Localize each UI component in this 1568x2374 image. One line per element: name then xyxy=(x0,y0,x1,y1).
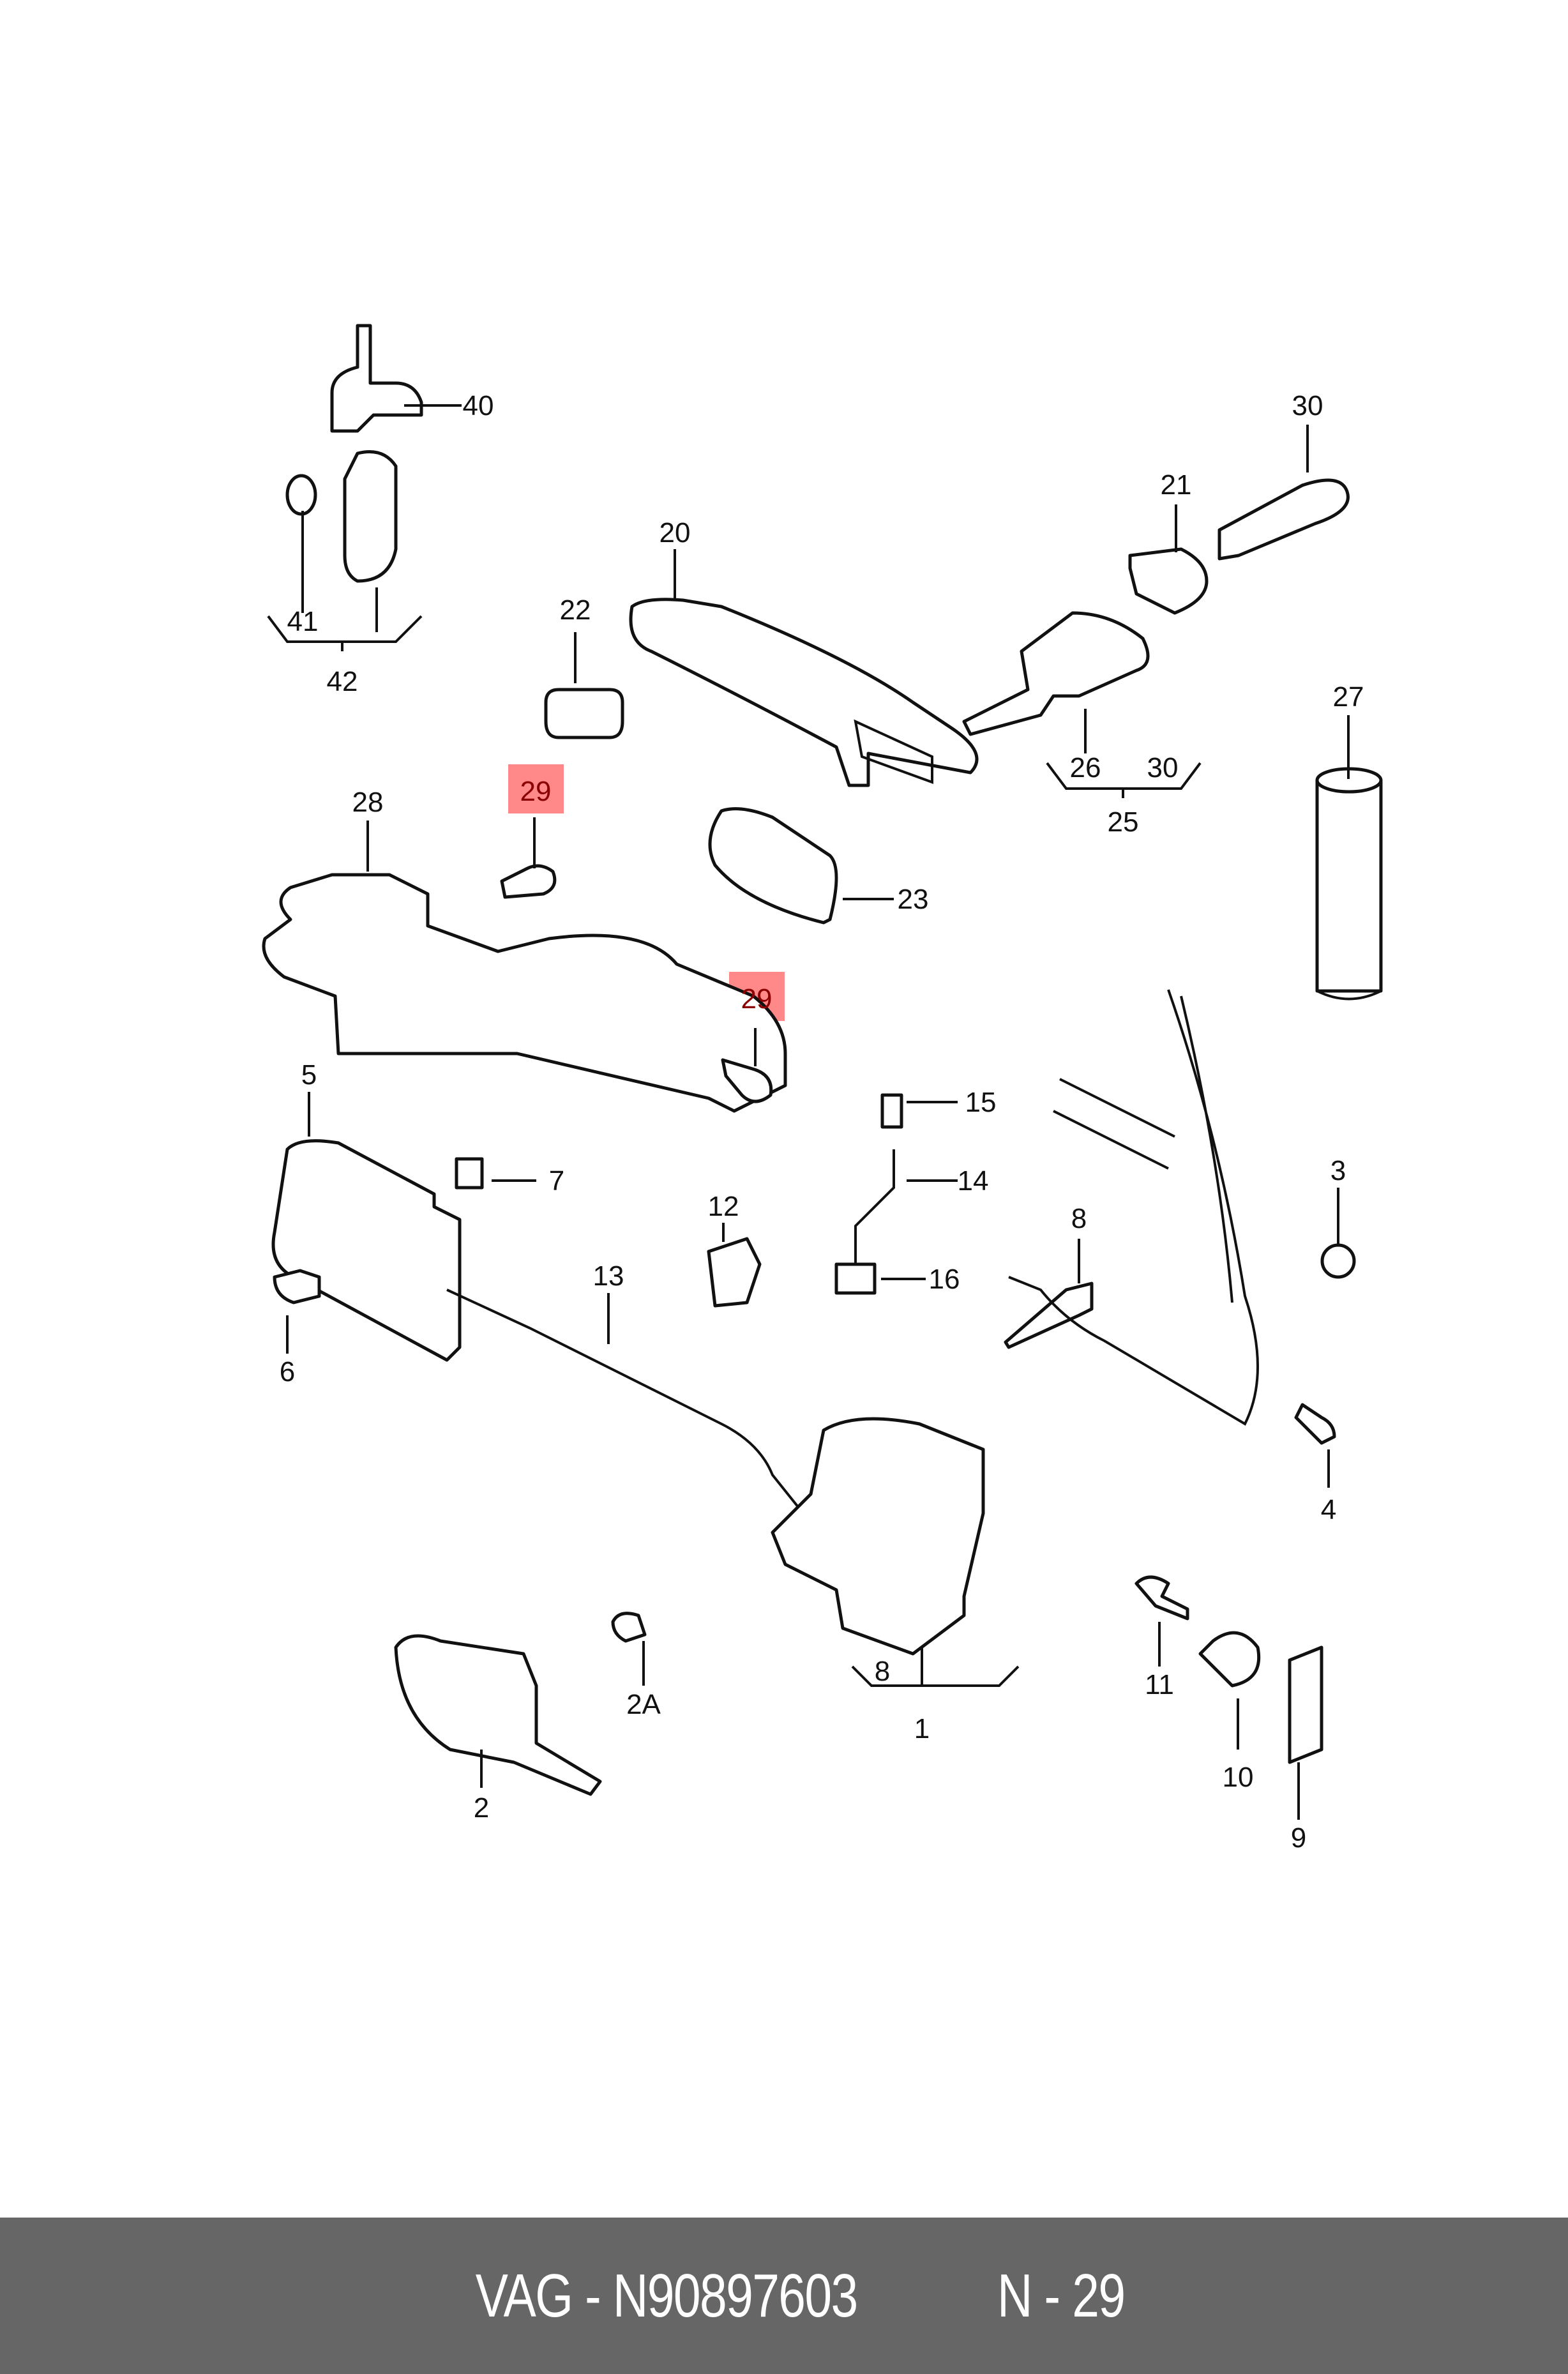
label-21: 21 xyxy=(1161,469,1192,501)
part-bolt-11 xyxy=(1135,1575,1189,1621)
highlight-29-upper xyxy=(508,764,564,813)
label-10: 10 xyxy=(1223,1762,1254,1793)
label-13: 13 xyxy=(593,1260,624,1292)
label-8-lock: 8 xyxy=(875,1656,890,1687)
label-8-switch: 8 xyxy=(1071,1203,1087,1234)
label-30-set: 30 xyxy=(1147,752,1179,783)
label-25: 25 xyxy=(1108,806,1139,838)
label-9: 9 xyxy=(1291,1822,1306,1854)
leader-lines xyxy=(267,404,1350,1820)
label-40: 40 xyxy=(463,390,494,421)
label-11: 11 xyxy=(1145,1669,1174,1700)
part-door-lock-1 xyxy=(771,1417,985,1656)
part-lock-cylinder-26 xyxy=(962,611,1150,736)
part-grommet-16 xyxy=(834,1262,877,1295)
label-29-lower: 29 xyxy=(741,983,773,1015)
part-plate-10 xyxy=(1198,1631,1261,1688)
label-16: 16 xyxy=(929,1264,960,1295)
label-1: 1 xyxy=(914,1713,930,1744)
label-28: 28 xyxy=(352,787,384,818)
label-27: 27 xyxy=(1333,681,1364,713)
label-6: 6 xyxy=(280,1356,295,1387)
label-3: 3 xyxy=(1331,1155,1346,1186)
label-15: 15 xyxy=(965,1087,997,1118)
part-number: VAG - N90897603 xyxy=(475,2261,858,2330)
part-screw-29-upper xyxy=(500,864,557,899)
part-screw-29-lower xyxy=(721,1058,773,1103)
part-bolt-4 xyxy=(1294,1403,1336,1445)
part-key-blade-40 xyxy=(285,324,423,583)
part-screw-6 xyxy=(273,1269,321,1304)
label-20: 20 xyxy=(660,517,691,548)
label-23: 23 xyxy=(898,884,929,915)
label-26: 26 xyxy=(1070,752,1101,783)
part-plate-9 xyxy=(1288,1645,1323,1764)
part-key-30 xyxy=(1217,478,1350,561)
part-cap-15 xyxy=(880,1093,903,1129)
part-gasket-23 xyxy=(708,807,838,925)
label-30-key: 30 xyxy=(1292,390,1323,421)
diagram-position: N - 29 xyxy=(997,2261,1126,2330)
part-inner-handle-5 xyxy=(271,1139,462,1362)
part-clip-12 xyxy=(707,1237,762,1308)
part-door-handle-20 xyxy=(629,598,979,787)
label-2A: 2A xyxy=(626,1689,661,1720)
label-5: 5 xyxy=(301,1059,317,1091)
part-switch-8 xyxy=(1004,1282,1094,1349)
label-4: 4 xyxy=(1321,1494,1336,1525)
label-7: 7 xyxy=(549,1165,564,1197)
exploded-parts-diagram: 40 41 42 20 22 21 30 26 30 25 27 28 29 2… xyxy=(262,324,1383,1854)
label-29-upper: 29 xyxy=(520,776,552,807)
callout-labels: 40 41 42 20 22 21 30 26 30 25 27 28 29 2… xyxy=(280,390,1364,1854)
part-rod-14 xyxy=(854,1149,895,1264)
part-cap-21 xyxy=(1128,547,1209,615)
part-washer-3 xyxy=(1320,1243,1356,1279)
part-lubricant-can-27 xyxy=(1315,767,1383,1001)
label-12: 12 xyxy=(708,1191,739,1222)
part-clip-7 xyxy=(455,1157,484,1190)
label-22: 22 xyxy=(560,594,591,626)
part-rivet-2A xyxy=(611,1612,647,1643)
label-14: 14 xyxy=(958,1165,989,1197)
footer-bar: VAG - N90897603 N - 29 xyxy=(0,2218,1568,2374)
door-frame xyxy=(1008,989,1259,1426)
label-2: 2 xyxy=(474,1792,489,1824)
part-gasket-22 xyxy=(544,688,624,739)
label-42: 42 xyxy=(327,666,358,697)
part-handle-carrier-28 xyxy=(262,873,787,1113)
part-bracket-2 xyxy=(394,1634,602,1796)
part-cable-13 xyxy=(446,1289,799,1508)
label-41: 41 xyxy=(287,606,319,637)
